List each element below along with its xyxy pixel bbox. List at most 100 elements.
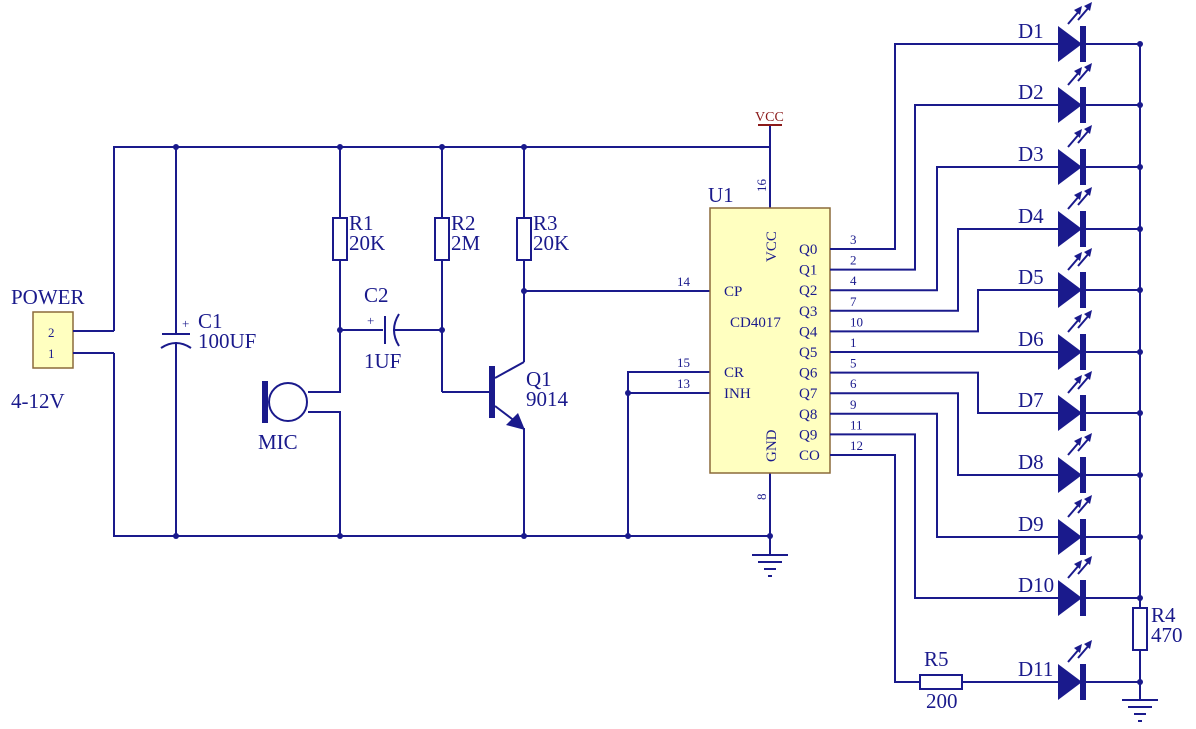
pin-label: Q5 [799, 345, 817, 361]
led-label: D1 [1018, 19, 1044, 43]
u1-pin-q1: Q1 2 [799, 253, 857, 279]
c1-polarity: + [182, 316, 189, 331]
u1-pin-q6: Q6 5 [799, 356, 857, 382]
pin-label: CR [724, 365, 744, 381]
junction-dot [625, 390, 631, 396]
led-label: D8 [1018, 450, 1044, 474]
light-arrows-icon [1067, 2, 1092, 25]
vcc-label: VCC [755, 110, 784, 125]
led-label: D9 [1018, 512, 1044, 536]
r4-value: 470 [1151, 623, 1183, 647]
junction-dot [337, 533, 343, 539]
junction-dot [173, 144, 179, 150]
light-arrows-icon [1067, 433, 1092, 456]
light-arrows-icon [1067, 248, 1092, 271]
u1-gnd-num: 8 [754, 494, 769, 501]
power-pin-2: 2 [48, 325, 55, 340]
pin-number: 3 [850, 232, 857, 247]
pin-label: CP [724, 284, 742, 300]
u1-vcc-num: 16 [754, 179, 769, 193]
mic-name: MIC [258, 430, 298, 454]
u1-pin-q0: Q03 [799, 232, 857, 258]
light-arrows-icon [1067, 125, 1092, 148]
q1-value: 9014 [526, 387, 569, 411]
led-label: D11 [1018, 657, 1053, 681]
c1-value: 100UF [198, 329, 256, 353]
resistor-r2: R2 2M [434, 147, 490, 393]
pin-number: 1 [850, 335, 857, 350]
pin-label: INH [724, 386, 751, 402]
output-wire-q4 [830, 289, 1058, 333]
resistor-r4: R4 470 [1132, 44, 1183, 700]
pin-number: 5 [850, 356, 857, 371]
pin-label: Q6 [799, 366, 818, 382]
junction-dot [767, 533, 773, 539]
capacitor-c2: + C2 1UF [340, 283, 442, 373]
junction-dot [1137, 164, 1143, 170]
u1-gnd-pin: GND [764, 429, 780, 462]
led-cathode-bar [1080, 664, 1086, 700]
u1-pin-q7: Q7 6 [799, 376, 857, 402]
r3-name: R3 [533, 211, 558, 235]
led-d11: D11 [1018, 640, 1140, 700]
microphone-mic: MIC [258, 330, 341, 536]
u1-pin-q3: Q37 [799, 294, 857, 320]
led-label: D2 [1018, 80, 1044, 104]
pin-label: Q8 [799, 407, 817, 423]
led-body [1058, 87, 1082, 123]
r3-value: 20K [533, 231, 569, 255]
resistor-r3: R3 20K [516, 147, 569, 362]
junction-dot [1137, 287, 1143, 293]
pin-number: 12 [850, 438, 863, 453]
r5-value: 200 [926, 689, 958, 713]
light-arrows-icon [1067, 63, 1092, 86]
u1-pin-q2: Q24 [799, 273, 857, 299]
pin-number: 6 [850, 376, 857, 391]
junction-dot [1137, 534, 1143, 540]
led-body [1058, 519, 1082, 555]
pin-number: 9 [850, 397, 857, 412]
output-wire-q7 [830, 392, 1058, 476]
junction-dot [521, 144, 527, 150]
led-label: D4 [1018, 204, 1044, 228]
junction-dot [337, 144, 343, 150]
output-wire-q0 [830, 43, 1058, 250]
output-wire-q1 [830, 104, 1058, 271]
led-cathode-bar [1080, 272, 1086, 308]
led-body [1058, 211, 1082, 247]
pin-label: Q7 [799, 386, 818, 402]
junction-dot [337, 327, 343, 333]
light-arrows-icon [1067, 187, 1092, 210]
pin-number: 2 [850, 253, 857, 268]
q1-name: Q1 [526, 367, 552, 391]
pin-label: Q2 [799, 283, 817, 299]
led-d4: D4 [1018, 187, 1140, 247]
r5-name: R5 [924, 647, 949, 671]
junction-dot [521, 288, 527, 294]
pin-label: Q1 [799, 263, 817, 279]
led-d3: D3 [1018, 125, 1140, 185]
junction-dot [1137, 226, 1143, 232]
pin-number: 7 [850, 294, 857, 309]
led-label: D7 [1018, 388, 1044, 412]
led-cathode-bar [1080, 395, 1086, 431]
u1-name: U1 [708, 183, 734, 207]
output-wire-q2 [830, 166, 1058, 292]
led-cathode-bar [1080, 87, 1086, 123]
junction-dot [1137, 472, 1143, 478]
led-body [1058, 457, 1082, 493]
ground-symbol-u1 [752, 554, 788, 577]
led-label: D10 [1018, 573, 1054, 597]
junction-dot [1137, 349, 1143, 355]
transistor-q1: Q1 9014 [489, 361, 569, 536]
junction-dots [173, 41, 1143, 685]
light-arrows-icon [1067, 495, 1092, 518]
light-arrows-icon [1067, 310, 1092, 333]
led-d8: D8 [1018, 433, 1140, 493]
pin-label: Q4 [799, 324, 818, 340]
